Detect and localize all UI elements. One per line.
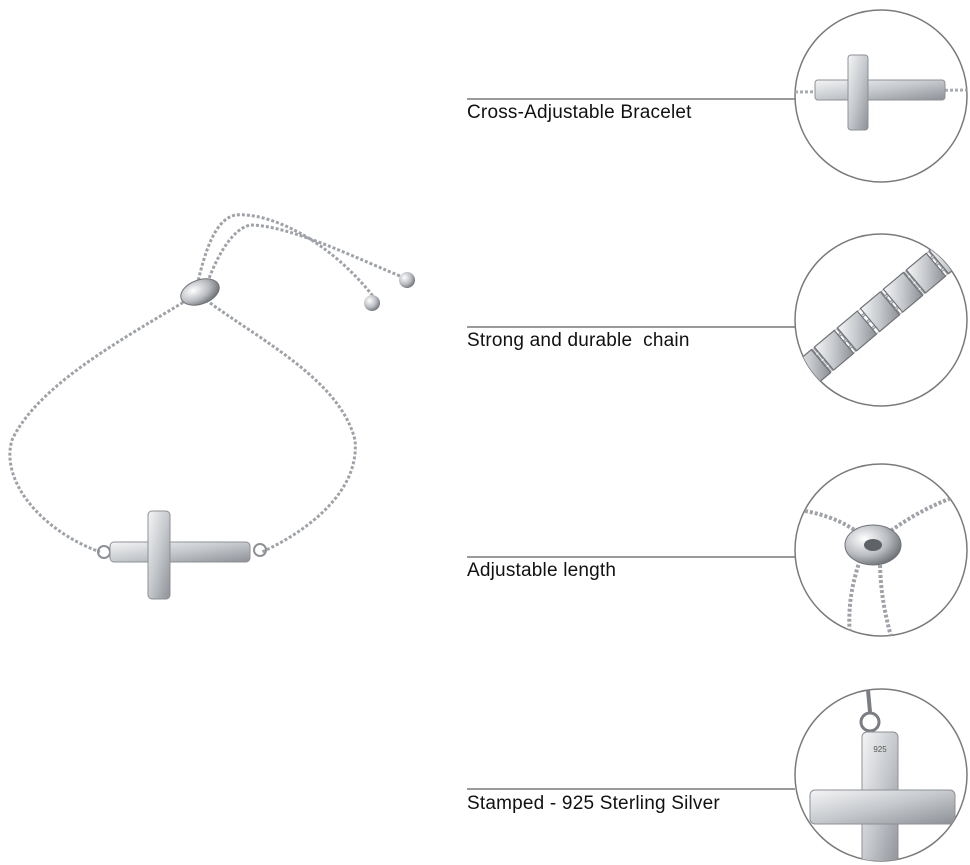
detail-circle-chain: [794, 233, 968, 407]
connector-lines: [467, 98, 795, 790]
cross-pendant-icon: [109, 510, 251, 600]
end-ball-icon: [364, 295, 380, 311]
detail-circle-stamp: 925: [794, 688, 968, 862]
bracelet-chain: [8, 213, 406, 554]
detail-circle-slider: [794, 463, 968, 637]
jump-ring-icon: [253, 543, 267, 557]
slider-bead: [180, 278, 220, 306]
stamp-925-text: 925: [873, 745, 887, 754]
detail-circle-cross: [794, 9, 968, 183]
end-ball-icon: [399, 272, 415, 288]
